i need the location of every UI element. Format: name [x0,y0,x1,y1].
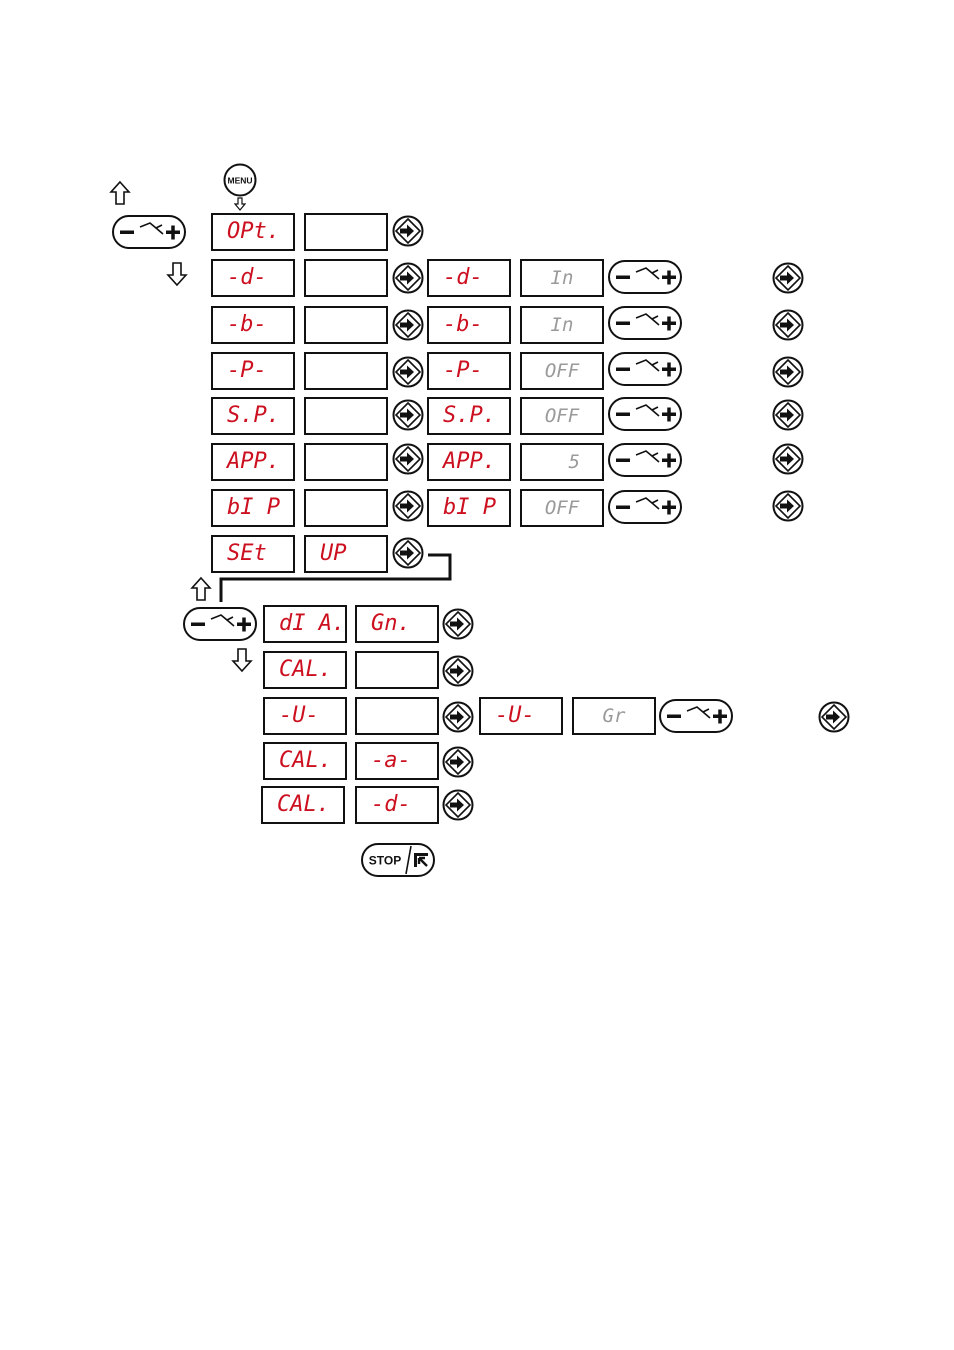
enter-button-icon[interactable] [392,215,424,247]
display-sp-label: S.P. [427,397,511,435]
enter-button-icon[interactable] [392,443,424,475]
display-cal3: CAL. [261,786,345,824]
up-arrow-icon [109,180,131,206]
display-blank [304,213,388,251]
minus-plus-button[interactable] [608,306,682,340]
enter-button-icon[interactable] [772,262,804,294]
display-p-value: OFF [520,352,604,390]
display-blank [304,397,388,435]
display-d-label: -d- [427,259,511,297]
enter-button-icon[interactable] [772,309,804,341]
stop-button[interactable]: STOP [361,843,435,877]
display-blank [355,651,439,689]
minus-plus-button[interactable] [608,397,682,431]
enter-button-icon[interactable] [392,490,424,522]
display-blank [304,443,388,481]
enter-button-icon[interactable] [392,262,424,294]
minus-plus-button[interactable] [608,352,682,386]
display-bip-label: bI P [427,489,511,527]
display-blank [355,697,439,735]
down-arrow-icon [234,197,246,211]
minus-plus-button[interactable] [608,260,682,294]
display-d: -d- [211,259,295,297]
enter-button-icon[interactable] [392,356,424,388]
display-u-label: -U- [479,697,563,735]
enter-button-icon[interactable] [818,701,850,733]
display-app-label: APP. [427,443,511,481]
down-arrow-icon [231,647,253,673]
enter-button-icon[interactable] [772,356,804,388]
display-cal3-value: -d- [355,786,439,824]
display-opt: OPt. [211,213,295,251]
display-blank [304,306,388,344]
display-app-value: 5 [520,443,604,481]
enter-button-icon[interactable] [442,701,474,733]
display-u: -U- [263,697,347,735]
display-dia-value: Gn. [355,605,439,643]
minus-plus-button[interactable] [608,490,682,524]
display-blank [304,259,388,297]
display-b-value: In [520,306,604,344]
enter-button-icon[interactable] [392,309,424,341]
display-blank [304,489,388,527]
minus-plus-button[interactable] [659,699,733,733]
enter-button-icon[interactable] [442,746,474,778]
enter-button-icon[interactable] [772,399,804,431]
display-blank [304,352,388,390]
display-dia: dI A. [263,605,347,643]
enter-button-icon[interactable] [442,789,474,821]
display-bip: bI P [211,489,295,527]
stop-button-label: STOP [369,854,401,868]
display-sp: S.P. [211,397,295,435]
display-b-label: -b- [427,306,511,344]
display-cal2-value: -a- [355,742,439,780]
display-d-value: In [520,259,604,297]
up-arrow-icon [190,576,212,602]
enter-button-icon[interactable] [442,655,474,687]
display-p: -P- [211,352,295,390]
menu-button-label: MENU [227,176,252,186]
menu-button-icon[interactable]: MENU [223,163,257,197]
display-u-value: Gr [572,697,656,735]
connector-line [210,540,460,610]
minus-plus-button[interactable] [608,443,682,477]
display-p-label: -P- [427,352,511,390]
enter-button-icon[interactable] [772,443,804,475]
display-app: APP. [211,443,295,481]
enter-button-icon[interactable] [442,608,474,640]
display-bip-value: OFF [520,489,604,527]
minus-plus-button[interactable] [112,215,186,249]
display-cal: CAL. [263,651,347,689]
enter-button-icon[interactable] [772,490,804,522]
display-b: -b- [211,306,295,344]
down-arrow-icon [166,261,188,287]
display-cal2: CAL. [263,742,347,780]
display-sp-value: OFF [520,397,604,435]
minus-plus-button[interactable] [183,607,257,641]
enter-button-icon[interactable] [392,399,424,431]
